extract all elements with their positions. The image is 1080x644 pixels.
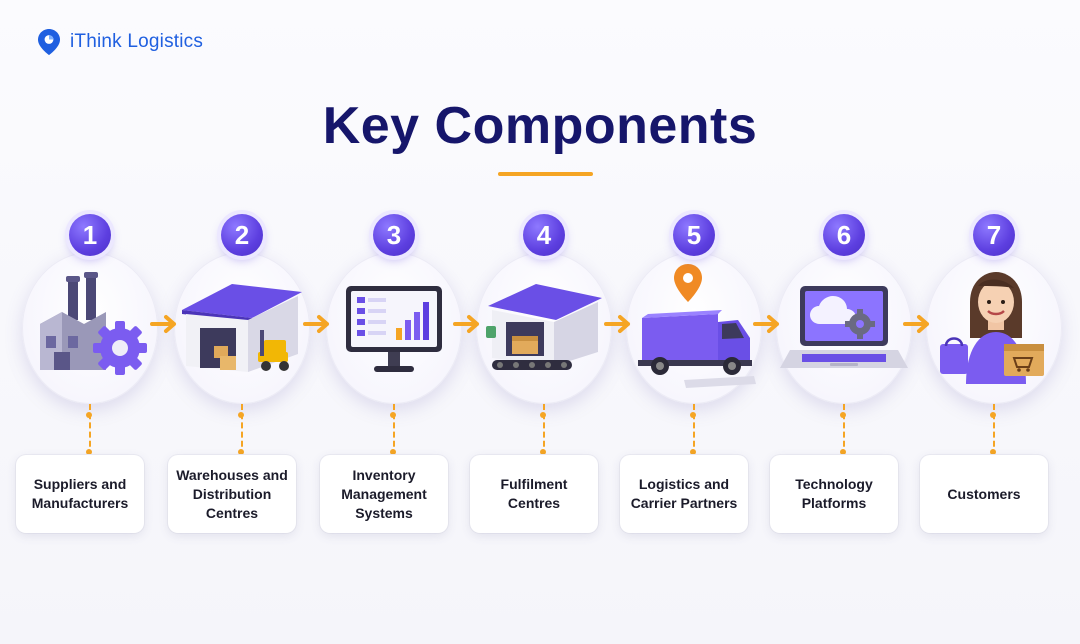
connector-dot: [238, 449, 244, 455]
connector-dot: [540, 412, 546, 418]
step-illustration: [326, 252, 462, 404]
connector-dot: [86, 449, 92, 455]
arrow-right-icon: [604, 315, 630, 333]
step-2: 2 Warehouses and Distribution Centres: [168, 0, 318, 644]
connector-line: [89, 404, 91, 456]
arrow-right-icon: [903, 315, 929, 333]
step-illustration: [926, 252, 1062, 404]
connector-line: [693, 404, 695, 456]
delivery-truck-icon: [638, 264, 756, 388]
laptop-cloud-icon: [780, 286, 908, 368]
step-illustration: [476, 252, 612, 404]
connector-line: [393, 404, 395, 456]
connector-line: [843, 404, 845, 456]
step-number-badge: 3: [373, 214, 415, 256]
step-number-badge: 2: [221, 214, 263, 256]
location-pin-icon: [38, 29, 60, 55]
step-label: Customers: [920, 455, 1048, 533]
step-number-badge: 7: [973, 214, 1015, 256]
page-title: Key Components: [322, 97, 758, 155]
step-label: Technology Platforms: [770, 455, 898, 533]
brand-logo: iThink Logistics: [36, 28, 203, 56]
step-number-badge: 6: [823, 214, 865, 256]
title-underline: [498, 172, 593, 176]
arrow-right-icon: [303, 315, 329, 333]
step-number-badge: 5: [673, 214, 715, 256]
arrow-right-icon: [150, 315, 176, 333]
step-illustration: [626, 252, 762, 404]
conveyor-warehouse-icon: [486, 284, 602, 370]
step-number-badge: 4: [523, 214, 565, 256]
connector-dot: [990, 412, 996, 418]
connector-line: [241, 404, 243, 456]
connector-dot: [238, 412, 244, 418]
arrow-right-icon: [753, 315, 779, 333]
step-6: 6 Technology Platforms: [770, 0, 920, 644]
warehouse-icon: [182, 284, 302, 372]
step-illustration: [22, 252, 158, 404]
step-label: Fulfilment Centres: [470, 455, 598, 533]
connector-dot: [390, 412, 396, 418]
connector-dot: [540, 449, 546, 455]
step-label: Logistics and Carrier Partners: [620, 455, 748, 533]
step-label: Inventory Management Systems: [320, 455, 448, 533]
connector-dot: [690, 412, 696, 418]
customer-icon: [940, 272, 1044, 384]
connector-line: [543, 404, 545, 456]
step-number-badge: 1: [69, 214, 111, 256]
step-label: Warehouses and Distribution Centres: [168, 455, 296, 533]
monitor-chart-icon: [346, 286, 442, 372]
step-1: 1 Suppliers and Manufacturers: [16, 0, 166, 644]
step-label: Suppliers and Manufacturers: [16, 455, 144, 533]
connector-dot: [840, 449, 846, 455]
arrow-right-icon: [453, 315, 479, 333]
connector-dot: [390, 449, 396, 455]
step-5: 5 Logistics and Carrier Partners: [620, 0, 770, 644]
step-7: 7 Customers: [920, 0, 1070, 644]
step-illustration: [174, 252, 310, 404]
connector-dot: [840, 412, 846, 418]
factory-icon: [40, 272, 147, 375]
connector-line: [993, 404, 995, 456]
step-4: 4 Fulfilment Centres: [470, 0, 620, 644]
connector-dot: [990, 449, 996, 455]
step-illustration: [776, 252, 912, 404]
connector-dot: [86, 412, 92, 418]
connector-dot: [690, 449, 696, 455]
brand-name: iThink Logistics: [70, 31, 204, 52]
step-3: 3 Inventory Management Systems: [320, 0, 470, 644]
